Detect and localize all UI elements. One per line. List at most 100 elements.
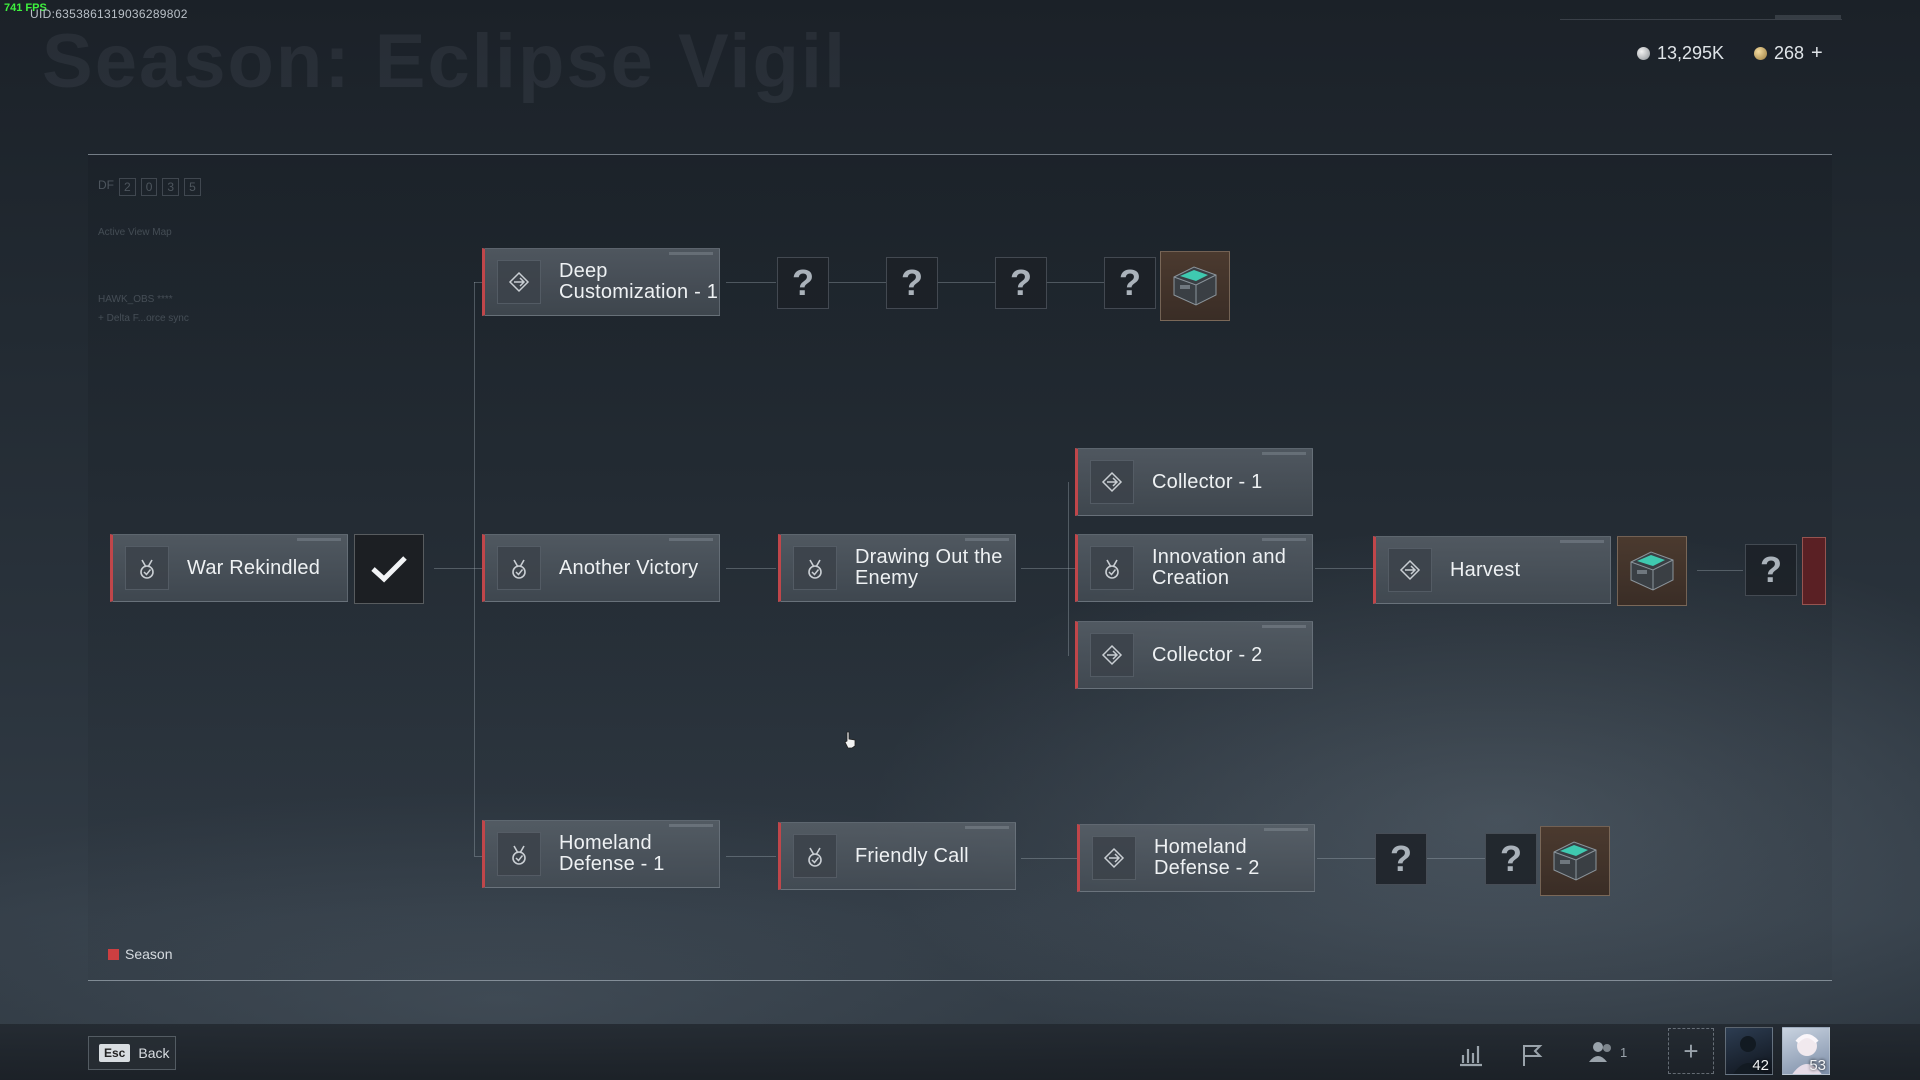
locked-unknown-node[interactable]: ?: [1485, 833, 1537, 885]
connector-line: [828, 282, 886, 283]
connector-line: [474, 282, 484, 283]
node-war-rekindled[interactable]: War Rekindled: [110, 534, 348, 602]
users-icon: [1589, 1042, 1611, 1062]
node-label: Homeland Defense - 1: [559, 832, 665, 875]
gold-coin-icon: [1754, 46, 1767, 60]
node-label: Innovation and Creation: [1152, 546, 1287, 589]
diamond-arrow-icon: [1092, 836, 1136, 880]
esc-key-hint: Esc: [99, 1044, 131, 1062]
medal-icon: [497, 546, 541, 590]
locked-unknown-node[interactable]: ?: [1745, 544, 1797, 596]
medal-icon: [793, 834, 837, 878]
currency-silver: 13,295K: [1637, 40, 1724, 66]
node-collector-1[interactable]: Collector - 1: [1075, 448, 1313, 516]
avatar-operator-2[interactable]: 53: [1782, 1027, 1830, 1075]
legend: Season: [108, 946, 172, 962]
locked-unknown-node[interactable]: ?: [1375, 833, 1427, 885]
df-code: DF 2 0 3 5: [98, 178, 201, 196]
df-label: DF: [98, 178, 114, 192]
crate-icon: [1553, 841, 1597, 881]
medal-icon: [1090, 546, 1134, 590]
node-collector-2[interactable]: Collector - 2: [1075, 621, 1313, 689]
currency-silver-amount: 13,295K: [1657, 42, 1725, 63]
map-sub-label: + Delta F...orce sync: [98, 313, 189, 324]
flag-button[interactable]: [1516, 1038, 1550, 1072]
tree-trunk-line: [474, 282, 475, 856]
branch-line: [1068, 482, 1069, 656]
locked-unknown-node[interactable]: ?: [995, 257, 1047, 309]
node-label: Friendly Call: [855, 844, 969, 867]
connector-line: [474, 856, 484, 857]
reward-crate[interactable]: [1617, 536, 1687, 606]
node-deep-customization-1[interactable]: Deep Customization - 1: [482, 248, 720, 316]
node-drawing-out-the-enemy[interactable]: Drawing Out the Enemy: [778, 534, 1016, 602]
soldier-silhouette-icon: [1733, 1036, 1765, 1074]
frame-top-line: [88, 154, 1832, 155]
medal-icon: [497, 832, 541, 876]
back-button[interactable]: Esc Back: [88, 1036, 176, 1070]
node-label: Homeland Defense - 2: [1154, 836, 1260, 879]
node-harvest[interactable]: Harvest: [1373, 536, 1611, 604]
stats-button[interactable]: [1454, 1038, 1488, 1072]
diamond-arrow-icon: [1090, 633, 1134, 677]
currency-gold: 268 +: [1754, 40, 1823, 66]
node-label: Harvest: [1450, 558, 1521, 581]
legend-label: Season: [125, 946, 173, 962]
add-currency-button[interactable]: +: [1811, 41, 1823, 64]
df-digit: 2: [119, 178, 136, 196]
connector-line: [1046, 282, 1104, 283]
top-divider-accent: [1775, 15, 1841, 19]
silver-coin-icon: [1637, 46, 1650, 60]
add-member-slot[interactable]: +: [1668, 1028, 1714, 1074]
legend-swatch: [108, 948, 119, 960]
frame-bottom-line: [88, 980, 1832, 981]
diamond-arrow-icon: [1090, 460, 1134, 504]
node-homeland-defense-2[interactable]: Homeland Defense - 2: [1077, 824, 1315, 892]
df-digit: 5: [184, 178, 201, 196]
connector-line: [1697, 570, 1743, 571]
node-another-victory[interactable]: Another Victory: [482, 534, 720, 602]
connector-line: [434, 568, 484, 569]
season-title: Season: Eclipse Vigil: [42, 19, 848, 104]
crate-icon: [1630, 551, 1674, 591]
checkmark-icon: [371, 556, 407, 583]
connector-line: [1021, 858, 1077, 859]
connector-line: [726, 856, 776, 857]
connector-line: [1315, 568, 1373, 569]
reward-offscreen[interactable]: [1802, 537, 1826, 605]
reward-crate[interactable]: [1160, 251, 1230, 321]
node-label: War Rekindled: [187, 556, 321, 579]
hand-cursor-icon: [844, 731, 856, 749]
back-label: Back: [138, 1045, 170, 1061]
character-portrait-icon: [1792, 1034, 1822, 1074]
map-view-label: Active View Map: [98, 227, 172, 238]
connector-line: [726, 282, 776, 283]
diamond-arrow-icon: [497, 260, 541, 304]
avatar-operator-1[interactable]: 42: [1725, 1027, 1773, 1075]
connector-line: [1317, 858, 1375, 859]
diamond-arrow-icon: [1388, 548, 1432, 592]
node-homeland-defense-1[interactable]: Homeland Defense - 1: [482, 820, 720, 888]
node-label: Collector - 2: [1152, 643, 1263, 666]
reward-crate[interactable]: [1540, 826, 1610, 896]
node-label: Drawing Out the Enemy: [855, 546, 1003, 589]
completed-check-reward[interactable]: [354, 534, 424, 604]
fps-counter: 741 FPS: [4, 2, 47, 14]
medal-icon: [793, 546, 837, 590]
node-friendly-call[interactable]: Friendly Call: [778, 822, 1016, 890]
locked-unknown-node[interactable]: ?: [886, 257, 938, 309]
node-label: Collector - 1: [1152, 470, 1263, 493]
medal-icon: [125, 546, 169, 590]
avatar-level: 53: [1809, 1057, 1826, 1074]
top-divider: [1560, 19, 1842, 20]
crate-icon: [1173, 266, 1217, 306]
connector-line: [937, 282, 995, 283]
avatar-level: 42: [1752, 1057, 1769, 1074]
node-label: Deep Customization - 1: [559, 260, 719, 303]
squad-button[interactable]: 1: [1588, 1040, 1627, 1064]
node-label: Another Victory: [559, 556, 699, 579]
locked-unknown-node[interactable]: ?: [777, 257, 829, 309]
flag-icon: [1523, 1045, 1543, 1066]
locked-unknown-node[interactable]: ?: [1104, 257, 1156, 309]
node-innovation-and-creation[interactable]: Innovation and Creation: [1075, 534, 1313, 602]
